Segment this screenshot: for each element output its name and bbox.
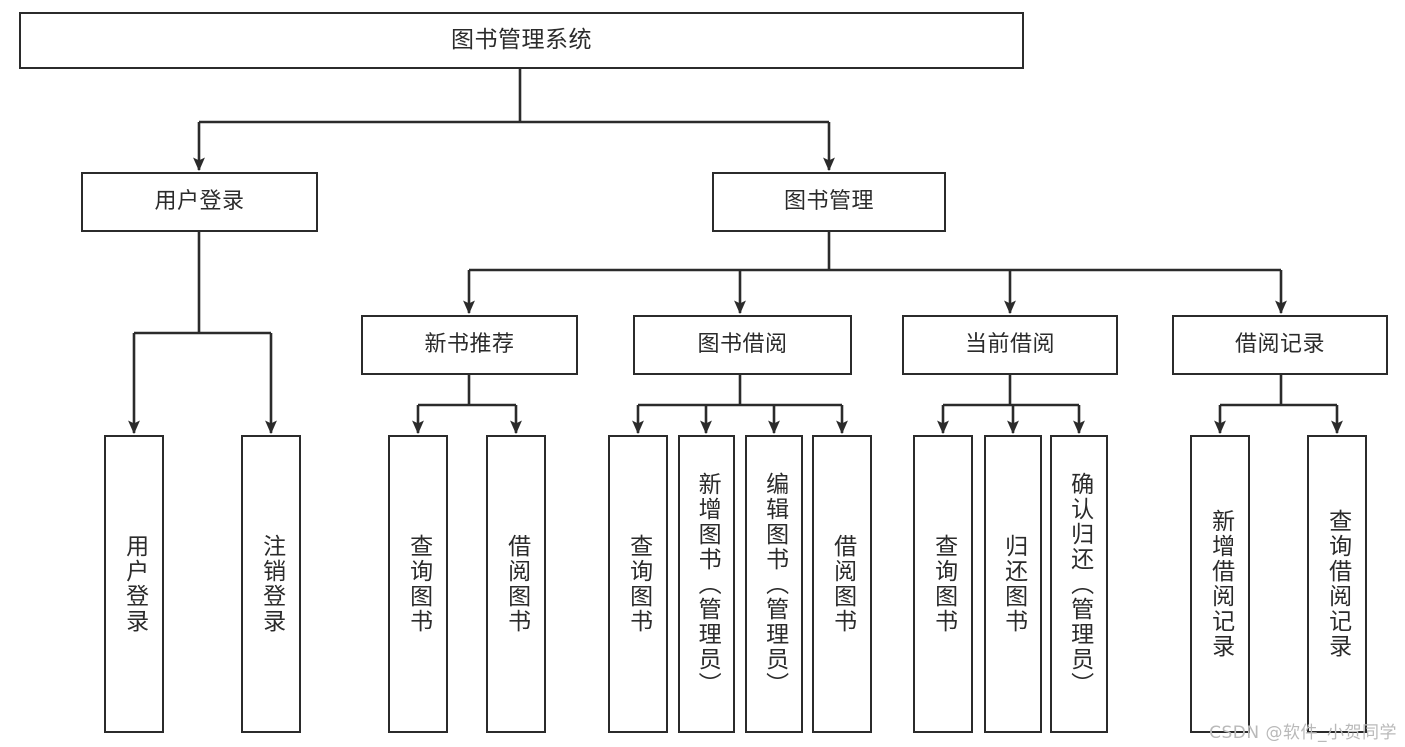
node-root-system[interactable]: 图书管理系统 [19,12,1024,69]
leaf-confirm-return-admin[interactable]: 确认归还（管理员） [1050,435,1108,733]
node-label: 归还图书 [1000,534,1027,634]
node-user-login[interactable]: 用户登录 [81,172,318,232]
node-label: 图书管理系统 [451,27,592,53]
node-label: 新书推荐 [424,332,515,357]
node-label: 借阅图书 [503,534,530,634]
node-label: 查询图书 [625,534,652,634]
node-label: 借阅记录 [1234,332,1325,357]
leaf-user-login[interactable]: 用户登录 [104,435,164,733]
node-label: 新增借阅记录 [1207,509,1234,659]
node-label: 借阅图书 [829,534,856,634]
leaf-borrow-book-recommend[interactable]: 借阅图书 [486,435,546,733]
node-label: 查询图书 [405,534,432,634]
leaf-add-borrow-record[interactable]: 新增借阅记录 [1190,435,1250,733]
node-new-book-recommend[interactable]: 新书推荐 [361,315,578,375]
node-label: 注销登录 [258,534,285,634]
leaf-logout[interactable]: 注销登录 [241,435,301,733]
leaf-borrow-book[interactable]: 借阅图书 [812,435,872,733]
node-label: 用户登录 [121,534,148,634]
node-book-borrow[interactable]: 图书借阅 [633,315,852,375]
leaf-add-book-admin[interactable]: 新增图书（管理员） [678,435,735,733]
node-label: 用户登录 [154,189,245,214]
node-label: 新增图书（管理员） [694,471,721,697]
node-label: 查询借阅记录 [1324,509,1351,659]
node-label: 确认归还（管理员） [1066,471,1093,697]
node-book-management[interactable]: 图书管理 [712,172,946,232]
node-current-borrow[interactable]: 当前借阅 [902,315,1118,375]
leaf-query-book-current[interactable]: 查询图书 [913,435,973,733]
watermark-text: CSDN @软件_小贺同学 [1209,723,1397,743]
leaf-query-borrow-record[interactable]: 查询借阅记录 [1307,435,1367,733]
node-label: 图书管理 [783,189,874,214]
leaf-return-book[interactable]: 归还图书 [984,435,1042,733]
node-label: 当前借阅 [964,332,1055,357]
node-borrow-record[interactable]: 借阅记录 [1172,315,1388,375]
node-label: 编辑图书（管理员） [761,471,788,697]
leaf-query-book-borrow[interactable]: 查询图书 [608,435,668,733]
node-label: 图书借阅 [697,332,788,357]
leaf-edit-book-admin[interactable]: 编辑图书（管理员） [745,435,803,733]
node-label: 查询图书 [930,534,957,634]
leaf-query-book-recommend[interactable]: 查询图书 [388,435,448,733]
